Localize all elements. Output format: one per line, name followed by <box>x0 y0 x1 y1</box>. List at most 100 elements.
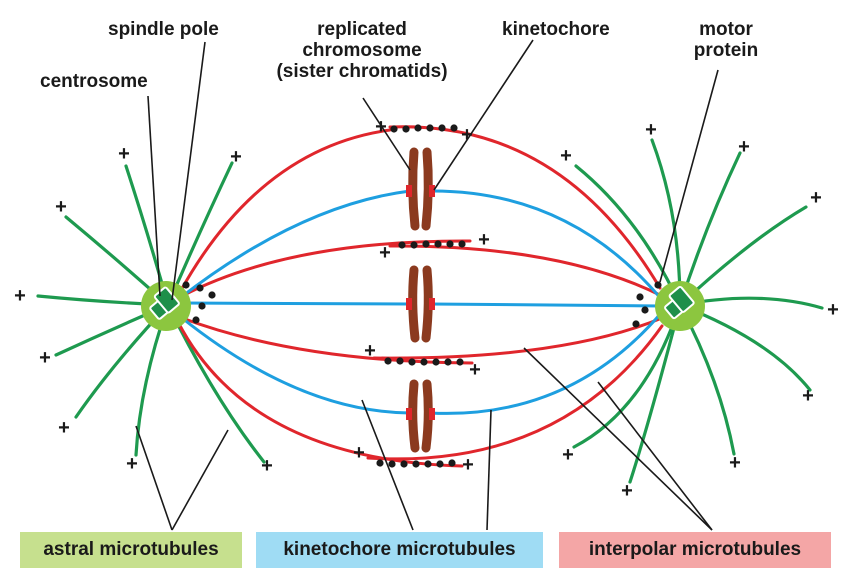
motor-proteins-left-pole <box>182 281 216 324</box>
interpolar-microtubule-bottom-right <box>366 324 664 461</box>
label-kinetochore-text: kinetochore <box>502 19 610 40</box>
motor-protein <box>438 124 446 132</box>
sister-chromatid <box>421 379 433 453</box>
leader-chromosome <box>362 97 411 171</box>
motor-proteins-right-pole <box>632 281 662 328</box>
plus-end: + <box>562 444 574 466</box>
label-spindle-pole-text: spindle pole <box>108 19 219 40</box>
kinetochore-microtubule <box>180 316 412 415</box>
interpolar-microtubule-lower-right <box>372 316 664 360</box>
sister-chromatid <box>421 265 433 343</box>
kinetochore-microtubule <box>428 189 664 302</box>
motor-protein <box>400 460 408 468</box>
leader-spindle-pole <box>171 41 206 301</box>
plus-end: + <box>478 229 490 251</box>
motor-protein <box>192 316 200 324</box>
motor-protein <box>398 241 406 249</box>
motor-protein <box>198 302 206 310</box>
motor-protein <box>384 357 392 365</box>
label-chromosome-line-3: (sister chromatids) <box>276 61 448 82</box>
leader-astral-b <box>171 429 229 531</box>
centrosome-right <box>655 281 705 331</box>
plus-end: + <box>827 299 839 321</box>
plus-end: + <box>353 442 365 464</box>
astral-microtubule <box>628 303 682 484</box>
motor-protein <box>444 358 452 366</box>
legend-interpolar-microtubules: interpolar microtubules <box>559 532 831 568</box>
plus-end: + <box>379 242 391 264</box>
motor-protein <box>208 291 216 299</box>
leader-kinetochore <box>433 39 534 191</box>
leader-kinetochore-b <box>486 409 492 531</box>
plus-end: + <box>118 143 130 165</box>
motor-protein-row-lower <box>384 357 464 366</box>
motor-protein <box>182 281 190 289</box>
replicated-chromosomes <box>406 147 435 453</box>
leader-centrosome <box>147 95 161 297</box>
label-centrosome: centrosome <box>40 71 148 92</box>
plus-end-markers: + + + + + + + + + + + + + + + + + + + + … <box>14 116 839 502</box>
label-chromosome-line-2: chromosome <box>302 40 422 61</box>
kinetochore-microtubule <box>178 189 412 300</box>
motor-protein <box>446 240 454 248</box>
plus-end: + <box>802 385 814 407</box>
plus-end: + <box>645 119 657 141</box>
label-kinetochore: kinetochore <box>502 19 610 40</box>
motor-protein <box>388 460 396 468</box>
motor-protein <box>636 293 644 301</box>
plus-end: + <box>261 455 273 477</box>
motor-protein <box>458 240 466 248</box>
interpolar-microtubule-top-left <box>178 128 392 294</box>
plus-end: + <box>469 359 481 381</box>
motor-protein <box>632 320 640 328</box>
label-spindle-pole: spindle pole <box>108 19 219 40</box>
motor-protein <box>436 460 444 468</box>
plus-end: + <box>58 417 70 439</box>
kinetochore-microtubule <box>428 302 664 308</box>
plus-end: + <box>364 340 376 362</box>
motor-protein <box>448 459 456 467</box>
label-centrosome-text: centrosome <box>40 71 148 92</box>
kinetochore-plate <box>406 185 412 197</box>
motor-protein <box>376 459 384 467</box>
motor-protein <box>456 358 464 366</box>
motor-protein <box>410 241 418 249</box>
motor-protein <box>420 358 428 366</box>
plus-end: + <box>560 145 572 167</box>
motor-protein <box>434 240 442 248</box>
motor-protein <box>426 124 434 132</box>
centriole-pair-right <box>664 285 695 320</box>
motor-protein <box>408 358 416 366</box>
sister-chromatid <box>408 379 420 453</box>
motor-protein <box>390 125 398 133</box>
plus-end: + <box>126 453 138 475</box>
motor-protein <box>424 460 432 468</box>
label-motor-line-1: motor <box>699 19 753 40</box>
motor-protein <box>432 358 440 366</box>
leader-astral-a <box>135 425 173 531</box>
motor-protein <box>402 125 410 133</box>
leader-interpolar-a <box>523 347 713 531</box>
motor-protein <box>396 357 404 365</box>
motor-protein <box>414 124 422 132</box>
plus-end: + <box>55 196 67 218</box>
kinetochore-plate <box>429 298 435 310</box>
label-chromosome-line-1: replicated <box>317 19 407 40</box>
leader-lines <box>135 39 719 531</box>
chromosome-bottom <box>406 379 435 453</box>
plus-end: + <box>810 187 822 209</box>
interpolar-microtubule-lower-left <box>180 316 474 365</box>
legend-astral-microtubules: astral microtubules <box>20 532 242 568</box>
plus-end: + <box>738 136 750 158</box>
motor-protein <box>422 240 430 248</box>
motor-protein-row-top <box>390 124 458 133</box>
kinetochore-microtubules <box>178 189 664 415</box>
motor-protein <box>412 460 420 468</box>
chromosome-middle <box>406 265 435 343</box>
legend-kinetochore-microtubules: kinetochore microtubules <box>256 532 543 568</box>
label-replicated-chromosome: replicated chromosome (sister chromatids… <box>258 19 466 82</box>
plus-end: + <box>375 116 387 138</box>
motor-protein <box>196 284 204 292</box>
